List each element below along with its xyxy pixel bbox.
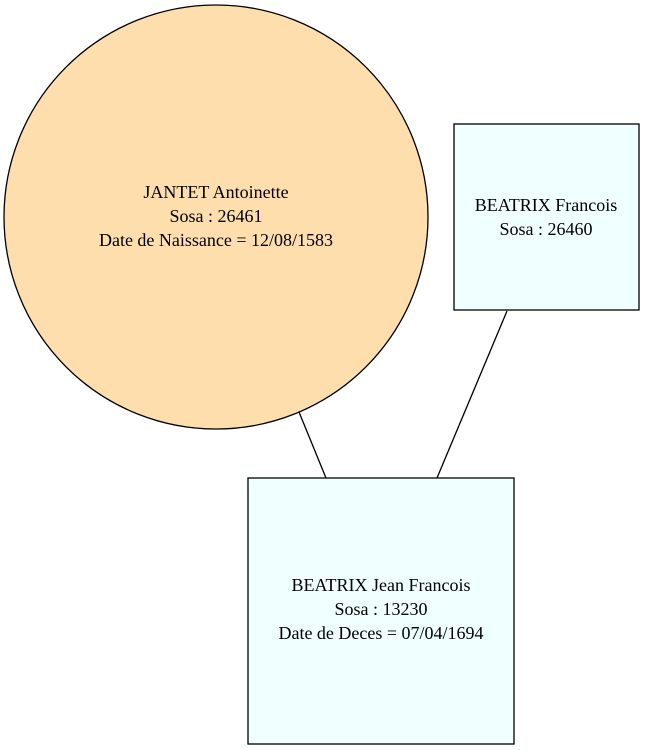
node-child-event: Date de Deces = 07/04/1694 — [278, 623, 483, 643]
node-father-shape — [453, 123, 640, 311]
node-mother-sosa: Sosa : 26461 — [169, 206, 262, 226]
edge-father-child — [436, 310, 508, 479]
node-child[interactable]: BEATRIX Jean Francois Sosa : 13230 Date … — [247, 477, 515, 745]
node-mother-name: JANTET Antoinette — [143, 182, 288, 202]
node-father[interactable]: BEATRIX Francois Sosa : 26460 — [453, 123, 640, 311]
node-mother[interactable]: JANTET Antoinette Sosa : 26461 Date de N… — [3, 4, 429, 430]
node-mother-event: Date de Naissance = 12/08/1583 — [99, 230, 333, 250]
node-child-shape — [247, 477, 515, 745]
node-child-sosa: Sosa : 13230 — [334, 599, 427, 619]
edge-mother-child — [298, 411, 327, 479]
node-mother-shape — [3, 4, 429, 430]
node-child-name: BEATRIX Jean Francois — [292, 575, 471, 595]
node-father-sosa: Sosa : 26460 — [499, 219, 592, 239]
node-father-name: BEATRIX Francois — [475, 195, 618, 215]
